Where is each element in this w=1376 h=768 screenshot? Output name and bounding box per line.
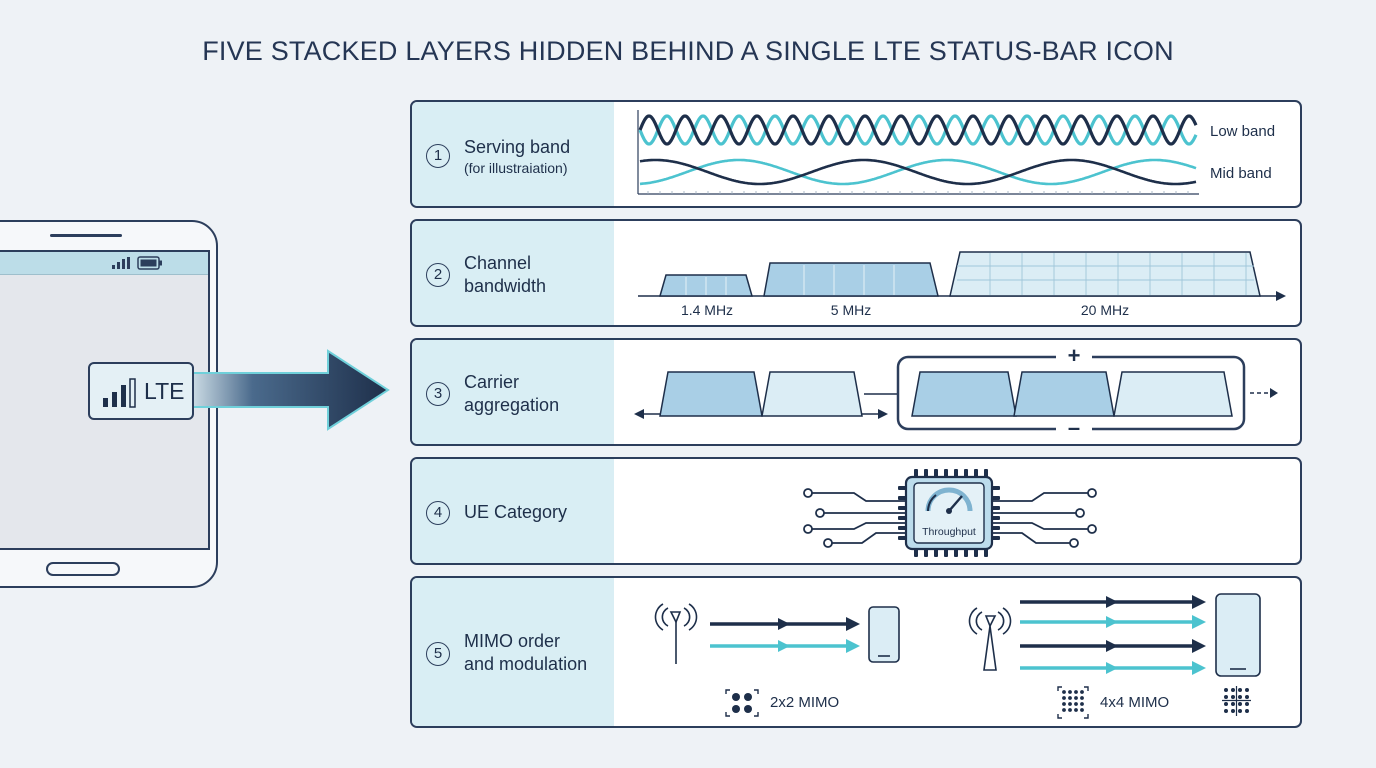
phone-icon: [868, 606, 900, 663]
bandwidth-block-5mhz: [763, 262, 939, 297]
bandwidth-label-1-4mhz: 1.4 MHz: [681, 302, 733, 318]
circuit-traces-left: [812, 492, 906, 544]
layer-sublabel: (for illustraiation): [464, 160, 568, 176]
signal-bars-icon: [103, 378, 136, 408]
mid-band-wave-navy: [639, 158, 1197, 186]
mimo-label-4x4: 4x4 MIMO: [1100, 694, 1169, 711]
low-band-wave-teal: [638, 114, 1198, 146]
carrier-aggregation-diagram: + –: [634, 343, 1278, 440]
layer-label: Channel bandwidth: [464, 252, 546, 298]
circuit-traces-right: [992, 492, 1088, 544]
layer-channel-bandwidth: 2 Channel bandwidth 1.4 MHz 5 MHz 20 MHz: [410, 219, 1302, 327]
layer-title-line-1: Channel: [464, 253, 532, 273]
aggregated-carrier-block: [1113, 371, 1233, 417]
signal-bars-icon: [112, 257, 130, 269]
status-bar: [0, 252, 208, 275]
layer-title-line-2: bandwidth: [464, 276, 547, 296]
mimo-diagram: 2x2 MIMO 4x4 MIMO: [654, 593, 1261, 719]
layer-title-line-2: and modulation: [464, 654, 588, 674]
page-title: FIVE STACKED LAYERS HIDDEN BEHIND A SING…: [202, 36, 1174, 66]
constellation-icon: [725, 689, 759, 717]
layer-mimo-order: 5 MIMO order and modulation 2x2 MIMO: [410, 576, 1302, 728]
lte-label: LTE: [144, 378, 185, 404]
legend-low-band: Low band: [1210, 123, 1275, 140]
layer-number: 5: [426, 642, 450, 666]
aggregation-plus: +: [1068, 343, 1081, 368]
layer-title: Serving band: [464, 137, 571, 157]
layer-label: MIMO order and modulation: [464, 630, 587, 676]
serving-band-waves: Low band Mid band: [637, 110, 1275, 195]
phone-home-button: [46, 562, 120, 576]
expansion-arrow: [180, 349, 390, 431]
constellation-icon: [1222, 686, 1251, 716]
ue-category-chip: Throughput: [803, 469, 1097, 557]
carrier-block: [659, 371, 763, 417]
antenna-icon: [654, 603, 698, 664]
bandwidth-block-20mhz: [949, 251, 1261, 297]
bandwidth-label-20mhz: 20 MHz: [1081, 302, 1129, 318]
legend-mid-band: Mid band: [1210, 165, 1272, 182]
layer-title-line-2: aggregation: [464, 395, 560, 415]
aggregation-minus: –: [1068, 415, 1080, 440]
mid-band-wave-teal: [639, 158, 1197, 186]
constellation-icon: [1057, 686, 1089, 719]
low-band-wave-navy: [638, 114, 1198, 146]
layer-label: UE Category: [464, 501, 567, 524]
phone-icon: [1215, 593, 1261, 677]
gauge-icon: [925, 487, 973, 514]
bandwidth-label-5mhz: 5 MHz: [831, 302, 871, 318]
antenna-icon: [968, 607, 1012, 671]
layer-serving-band: 1 Serving band (for illustraiation) Low …: [410, 100, 1302, 208]
layer-number: 1: [426, 144, 450, 168]
layer-label: Carrier aggregation: [464, 371, 559, 417]
aggregated-carrier-block: [1013, 371, 1115, 417]
lte-status-icon: LTE: [88, 362, 194, 420]
layer-title: UE Category: [464, 502, 568, 522]
battery-icon: [137, 256, 162, 270]
phone-speaker: [50, 234, 122, 237]
layer-number: 2: [426, 263, 450, 287]
mimo-label-2x2: 2x2 MIMO: [770, 694, 839, 711]
layer-carrier-aggregation: 3 Carrier aggregation + –: [410, 338, 1302, 446]
layer-ue-category: 4 UE Category Throug: [410, 457, 1302, 565]
carrier-block: [761, 371, 863, 417]
chip-label: Throughput: [922, 526, 976, 538]
layer-number: 4: [426, 501, 450, 525]
layer-title-line-1: Carrier: [464, 372, 520, 392]
aggregated-carrier-block: [911, 371, 1017, 417]
layer-label: Serving band (for illustraiation): [464, 136, 570, 178]
channel-bandwidth-blocks: 1.4 MHz 5 MHz 20 MHz: [638, 251, 1286, 318]
layer-number: 3: [426, 382, 450, 406]
layer-title-line-1: MIMO order: [464, 631, 561, 651]
